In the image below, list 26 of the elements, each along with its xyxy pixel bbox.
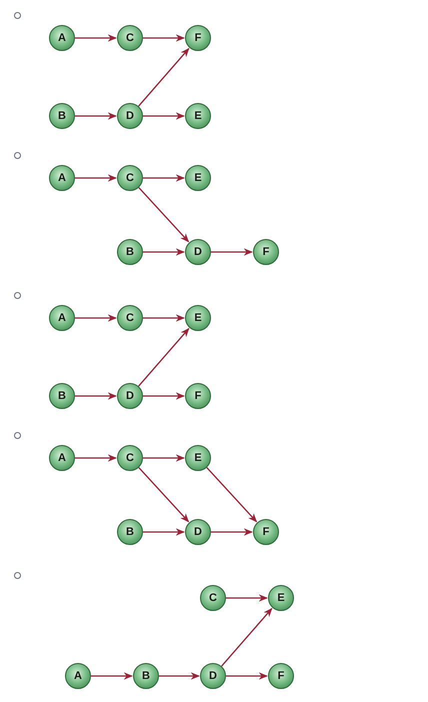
arrow <box>138 467 190 522</box>
arrow <box>75 314 117 322</box>
arrow <box>143 392 185 400</box>
arrow <box>143 174 185 182</box>
arrow <box>206 467 258 522</box>
arrow <box>138 328 190 387</box>
arrow <box>91 672 133 680</box>
arrow <box>75 174 117 182</box>
arrow <box>75 392 117 400</box>
arrow <box>75 454 117 462</box>
arrow <box>221 608 272 667</box>
arrow <box>211 248 253 256</box>
arrow <box>143 314 185 322</box>
arrow <box>143 528 185 536</box>
arrow <box>159 672 200 680</box>
arrow <box>226 594 268 602</box>
arrow <box>143 112 185 120</box>
arrow <box>75 112 117 120</box>
arrow <box>143 454 185 462</box>
arrow <box>143 34 185 42</box>
arrow <box>211 528 253 536</box>
arrow <box>138 48 190 107</box>
arrow <box>75 34 117 42</box>
arrow <box>226 672 268 680</box>
arrow <box>138 187 190 242</box>
arrow <box>143 248 185 256</box>
